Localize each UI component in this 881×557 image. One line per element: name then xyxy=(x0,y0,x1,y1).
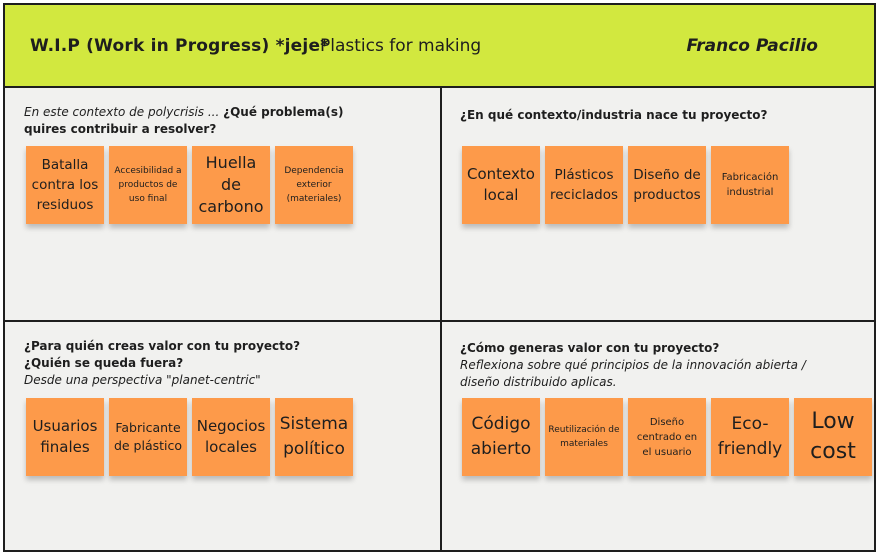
sticky-note[interactable]: Sistema político xyxy=(275,398,353,476)
q1-lead: En este contexto de polycrisis ... xyxy=(24,105,224,119)
sticky-note-text: Contexto local xyxy=(467,165,535,204)
sticky-note[interactable]: Código abierto xyxy=(462,398,540,476)
sticky-note-text: Sistema político xyxy=(279,414,349,459)
header-bar: W.I.P (Work in Progress) *jeje* Plastics… xyxy=(5,5,874,88)
sticky-note-text: Código abierto xyxy=(470,414,532,459)
sticky-note[interactable]: Fabricación industrial xyxy=(711,146,789,224)
sticky-note[interactable]: Diseño de productos xyxy=(628,146,706,224)
sticky-note-text: Negocios locales xyxy=(196,417,266,456)
q3-question[interactable]: ¿Para quién creas valor con tu proyecto?… xyxy=(24,338,424,389)
sticky-note[interactable]: Diseño centrado en el usuario xyxy=(628,398,706,476)
sticky-note[interactable]: Fabricante de plástico xyxy=(109,398,187,476)
sticky-note[interactable]: Dependencia exterior (materiales) xyxy=(275,146,353,224)
board-title[interactable]: W.I.P (Work in Progress) *jeje* xyxy=(30,36,330,56)
author-name[interactable]: Franco Pacilio xyxy=(686,36,818,56)
sticky-note[interactable]: Accesibilidad a productos de uso final xyxy=(109,146,187,224)
horizontal-divider xyxy=(5,320,874,322)
sticky-note[interactable]: Eco-friendly xyxy=(711,398,789,476)
q2-question[interactable]: ¿En qué contexto/industria nace tu proye… xyxy=(460,107,860,124)
sticky-note[interactable]: Usuarios finales xyxy=(26,398,104,476)
q1-question[interactable]: En este contexto de polycrisis ... ¿Qué … xyxy=(24,104,384,138)
sticky-note-text: Fabricante de plástico xyxy=(113,420,183,453)
sticky-note-text: Accesibilidad a productos de uso final xyxy=(114,166,182,204)
q4-question-text: ¿Cómo generas valor con tu proyecto? xyxy=(460,341,720,355)
sticky-note-text: Fabricación industrial xyxy=(721,172,779,198)
sticky-note[interactable]: Huella de carbono xyxy=(192,146,270,224)
sticky-note-text: Reutilización de materiales xyxy=(548,425,620,449)
sticky-note[interactable]: Contexto local xyxy=(462,146,540,224)
q3-subtext: Desde una perspectiva "planet-centric" xyxy=(24,373,261,387)
sticky-note[interactable]: Reutilización de materiales xyxy=(545,398,623,476)
sticky-note-text: Plásticos reciclados xyxy=(549,167,619,203)
sticky-note-text: Dependencia exterior (materiales) xyxy=(284,166,344,204)
q4-subtext: Reflexiona sobre qué principios de la in… xyxy=(460,358,806,389)
sticky-note[interactable]: Low cost xyxy=(794,398,872,476)
sticky-note-text: Huella de carbono xyxy=(198,153,264,216)
sticky-note-text: Diseño de productos xyxy=(633,167,701,203)
sticky-note-text: Batalla contra los residuos xyxy=(31,157,99,213)
q3-question-line2: ¿Quién se queda fuera? xyxy=(24,356,184,370)
sticky-note-text: Diseño centrado en el usuario xyxy=(636,416,698,458)
sticky-note-text: Low cost xyxy=(810,409,856,464)
q3-question-line1: ¿Para quién creas valor con tu proyecto? xyxy=(24,339,301,353)
sticky-note[interactable]: Plásticos reciclados xyxy=(545,146,623,224)
sticky-note-text: Usuarios finales xyxy=(32,417,98,456)
q1-question-text: ¿Qué problema(s) quires contribuir a res… xyxy=(24,105,344,136)
canvas-board: W.I.P (Work in Progress) *jeje* Plastics… xyxy=(3,3,876,552)
vertical-divider xyxy=(440,86,442,552)
q4-question[interactable]: ¿Cómo generas valor con tu proyecto? Ref… xyxy=(460,340,860,391)
sticky-note-text: Eco-friendly xyxy=(717,414,783,459)
board-subtitle[interactable]: Plastics for making xyxy=(320,36,482,56)
sticky-note[interactable]: Batalla contra los residuos xyxy=(26,146,104,224)
q2-question-text: ¿En qué contexto/industria nace tu proye… xyxy=(460,108,768,122)
sticky-note[interactable]: Negocios locales xyxy=(192,398,270,476)
